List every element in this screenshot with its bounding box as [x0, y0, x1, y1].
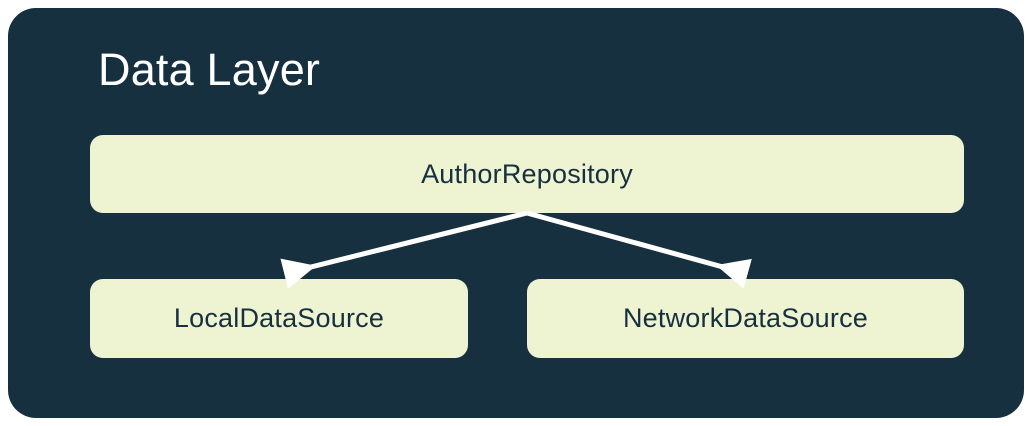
node-local-data-source[interactable]: LocalDataSource	[90, 279, 468, 358]
node-local-data-source-label: LocalDataSource	[173, 303, 385, 333]
node-author-repository-label: AuthorRepository	[421, 158, 633, 189]
node-author-repository[interactable]: AuthorRepository	[90, 135, 964, 213]
node-network-data-source[interactable]: NetworkDataSource	[527, 279, 964, 358]
node-network-data-source-label: NetworkDataSource	[622, 303, 868, 333]
page-title: Data Layer	[98, 44, 321, 95]
